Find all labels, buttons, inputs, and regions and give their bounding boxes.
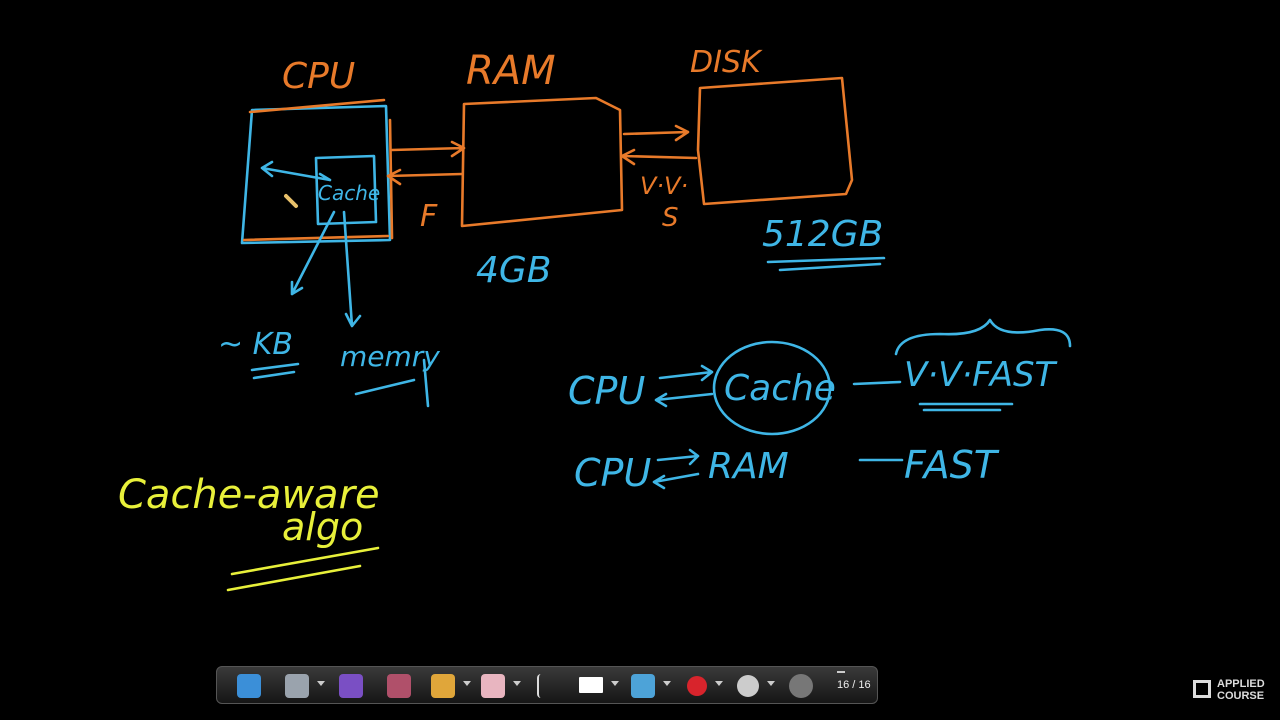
logo-mark-icon — [1193, 680, 1211, 698]
ram-disk-speed-vv: V·V· — [640, 172, 688, 200]
cpu-ram-arrow-top — [390, 140, 466, 158]
compare-2-left: CPU — [574, 451, 651, 495]
chevron-down-icon[interactable] — [317, 681, 325, 686]
cpu-ram-arrow-bottom — [386, 168, 464, 186]
algo-label: algo — [282, 505, 363, 549]
chevron-down-icon[interactable] — [663, 681, 671, 686]
settings-icon[interactable] — [789, 674, 813, 698]
compare-2-arrows — [652, 448, 700, 490]
ram-disk-speed-s: S — [662, 203, 679, 233]
pencil-cursor-icon — [284, 194, 298, 208]
compare-1-brace — [894, 318, 1072, 356]
compare-2-right: RAM — [708, 446, 789, 487]
pointer-icon[interactable] — [537, 674, 553, 698]
line-tool-icon[interactable] — [631, 674, 655, 698]
cpu-box — [240, 104, 392, 245]
cache-box — [314, 154, 378, 226]
eraser-icon[interactable] — [481, 674, 505, 698]
page-count: 16 / 16 — [837, 679, 871, 691]
disk-label: DISK — [690, 45, 763, 80]
compare-1-speed: V·V·FAST — [904, 355, 1058, 395]
disk-box — [696, 76, 854, 206]
applied-course-logo: APPLIED COURSE — [1193, 677, 1273, 703]
compare-2-speed: FAST — [904, 443, 1000, 487]
ram-box — [460, 96, 624, 228]
cache-kb-arrow — [290, 210, 336, 296]
logo-text: APPLIED COURSE — [1217, 678, 1273, 702]
chevron-down-icon[interactable] — [767, 681, 775, 686]
algo-underline — [226, 546, 380, 592]
cache-aware-label: Cache-aware — [118, 472, 380, 518]
cpu-label: CPU — [282, 56, 355, 97]
disk-size-underline — [766, 256, 886, 272]
webcam-icon[interactable] — [737, 675, 759, 697]
chevron-down-icon[interactable] — [611, 681, 619, 686]
book-icon[interactable] — [339, 674, 363, 698]
minimize-icon[interactable] — [837, 671, 845, 673]
compare-1-arrows — [654, 364, 714, 408]
chevron-down-icon[interactable] — [513, 681, 521, 686]
ram-disk-arrow-bottom — [620, 148, 698, 166]
compare-1-right: Cache — [724, 368, 836, 409]
compare-1-circle — [712, 340, 832, 436]
presenter-toolbar: 16 / 16 — [216, 666, 878, 704]
memory-underline — [354, 358, 430, 408]
logo-text-line2: COURSE — [1217, 690, 1265, 702]
chevron-down-icon[interactable] — [715, 681, 723, 686]
ram-label: RAM — [466, 48, 556, 94]
ram-size-label: 4GB — [476, 250, 552, 291]
rectangle-icon[interactable] — [579, 677, 603, 693]
compare-1-underline — [918, 402, 1014, 412]
ram-disk-arrow-top — [622, 124, 690, 142]
compare-1-dash — [852, 380, 902, 386]
fill-icon[interactable] — [387, 674, 411, 698]
screen-capture-icon[interactable] — [285, 674, 309, 698]
chevron-down-icon[interactable] — [463, 681, 471, 686]
cpu-cache-arrow — [260, 160, 332, 182]
cache-box-label: Cache — [318, 181, 380, 205]
cache-size-label: ~ KB — [218, 327, 293, 362]
compare-1-left: CPU — [568, 369, 645, 413]
presentation-icon[interactable] — [237, 674, 261, 698]
cache-memory-arrow — [342, 210, 362, 328]
cache-size-underline — [250, 362, 300, 380]
pen-icon[interactable] — [431, 674, 455, 698]
cpu-ram-speed: F — [420, 199, 438, 234]
record-icon[interactable] — [687, 676, 707, 696]
logo-text-line1: APPLIED — [1217, 678, 1265, 690]
disk-size-label: 512GB — [762, 214, 883, 255]
